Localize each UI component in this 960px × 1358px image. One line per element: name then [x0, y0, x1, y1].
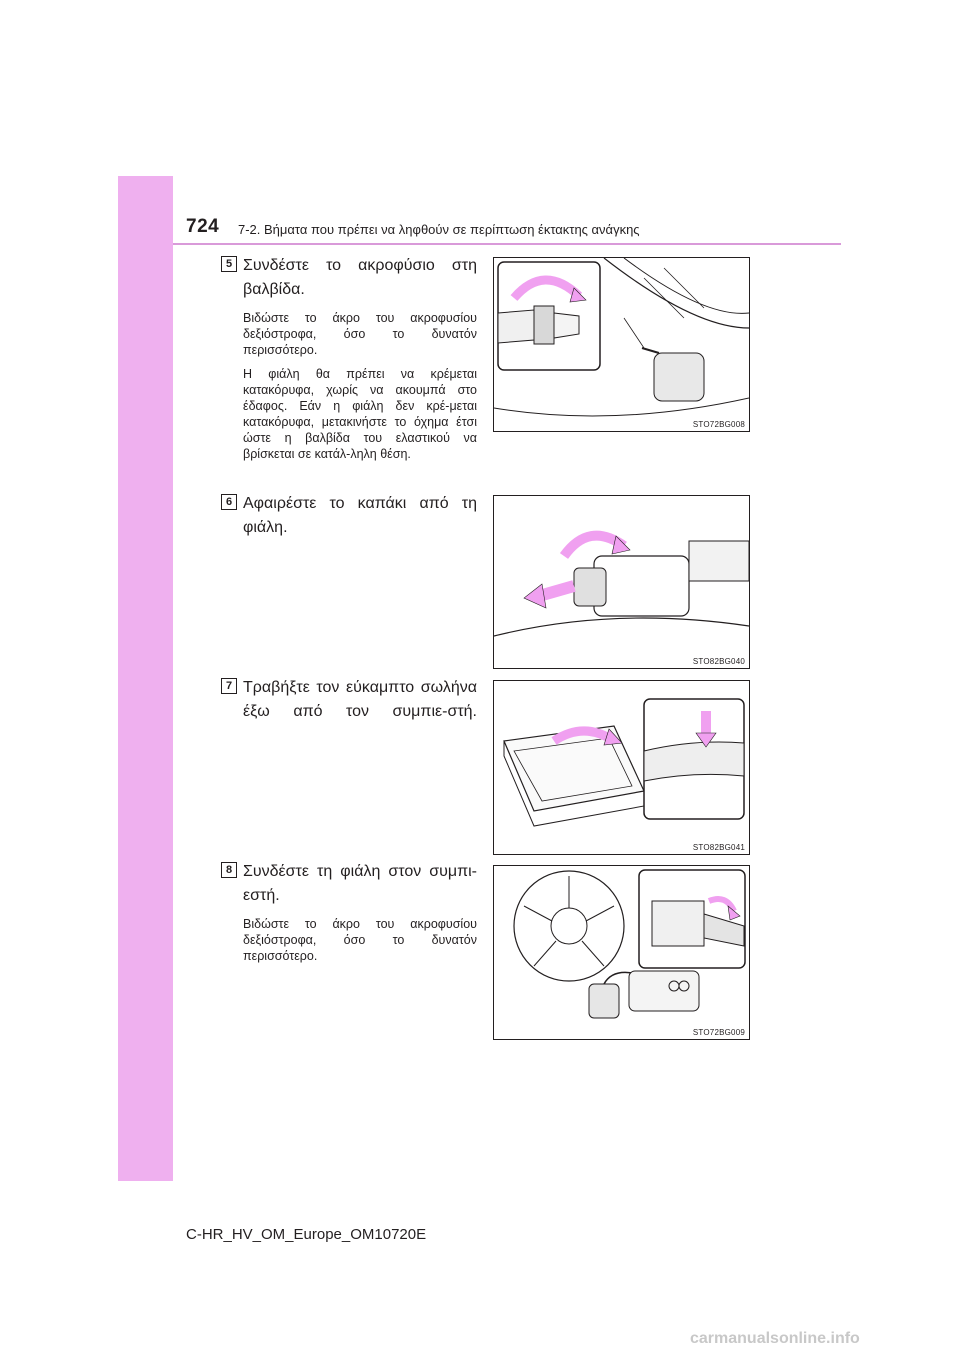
step-7-number: 7 — [221, 678, 237, 694]
step-6-number: 6 — [221, 494, 237, 510]
step-8-figure: STO72BG009 — [493, 865, 750, 1040]
step-8-text: Συνδέστε τη φιάλη στον συμπι-εστή. Βιδώσ… — [243, 860, 477, 964]
step-7-figure-code: STO82BG041 — [692, 843, 745, 852]
pull-arrow-icon — [537, 580, 576, 602]
footer-document-id: C-HR_HV_OM_Europe_OM10720E — [186, 1226, 427, 1243]
rotate-arrow-icon — [707, 896, 737, 913]
chapter-side-tab — [118, 176, 173, 1181]
step-5-number: 5 — [221, 256, 237, 272]
bottle-cap-illustration — [494, 530, 749, 637]
step-5-figure: STO72BG008 — [493, 257, 750, 432]
step-8-figure-code: STO72BG009 — [692, 1028, 745, 1037]
header-divider — [173, 243, 841, 245]
watermark: carmanualsonline.info — [690, 1330, 860, 1347]
nozzle-valve-illustration — [494, 258, 749, 417]
step-7-text: Τραβήξτε τον εύκαμπτο σωλήνα έξω από τον… — [243, 676, 477, 724]
step-5-figure-code: STO72BG008 — [692, 420, 745, 429]
step-8-number: 8 — [221, 862, 237, 878]
step-6-title: Αφαιρέστε το καπάκι από τη φιάλη. — [243, 495, 477, 536]
page-number: 724 — [186, 216, 220, 237]
step-5-title: Συνδέστε το ακροφύσιο στη βαλβίδα. — [243, 257, 477, 298]
step-7-figure: STO82BG041 — [493, 680, 750, 855]
rotate-arrow-icon — [510, 275, 583, 302]
step-6-figure-code: STO82BG040 — [692, 657, 745, 666]
step-6-figure: STO82BG040 — [493, 495, 750, 669]
step-7-title: Τραβήξτε τον εύκαμπτο σωλήνα έξω από τον… — [243, 679, 477, 720]
step-5-note-1: Βιδώστε το άκρο του ακροφυσίου δεξιόστρο… — [243, 311, 477, 357]
hose-compressor-illustration — [503, 698, 745, 827]
step-5-text: Συνδέστε το ακροφύσιο στη βαλβίδα. Βιδώσ… — [243, 254, 477, 462]
step-8-note-1: Βιδώστε το άκρο του ακροφυσίου δεξιόστρο… — [243, 917, 477, 963]
step-5-note-2: Η φιάλη θα πρέπει να κρέμεται κατακόρυφα… — [243, 367, 477, 461]
bottle-compressor-connection-illustration — [513, 869, 746, 1019]
step-6-text: Αφαιρέστε το καπάκι από τη φιάλη. — [243, 492, 477, 540]
section-title: 7-2. Βήματα που πρέπει να ληφθούν σε περ… — [238, 222, 640, 237]
step-8-title: Συνδέστε τη φιάλη στον συμπι-εστή. — [243, 863, 477, 904]
